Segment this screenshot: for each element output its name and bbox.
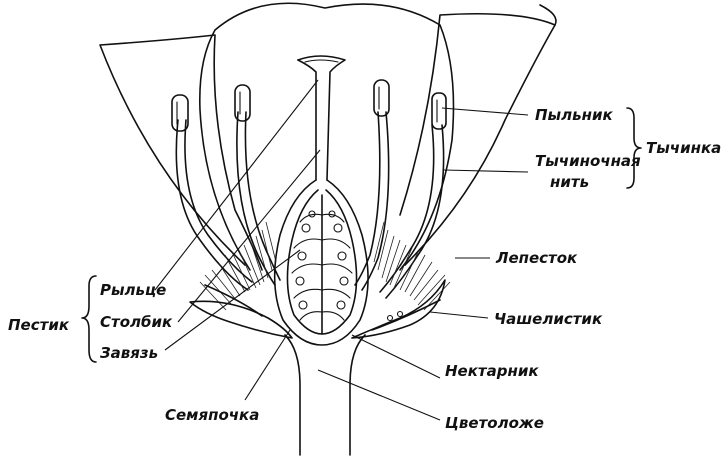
leader-nectary — [352, 335, 440, 378]
label-ovule: Семяпочка — [165, 406, 259, 424]
leader-filament — [444, 170, 528, 172]
label-filament-2: нить — [550, 173, 589, 191]
stamen-3 — [355, 80, 389, 290]
leader-anther — [442, 108, 528, 115]
label-stamen: Тычинка — [646, 139, 721, 157]
label-ovary: Завязь — [100, 344, 158, 362]
pistil — [298, 56, 345, 180]
label-filament-1: Тычиночная — [535, 152, 641, 170]
leader-ovule — [245, 330, 290, 400]
sepal-left — [190, 285, 292, 338]
label-receptacle: Цветоложе — [445, 414, 544, 432]
label-anther: Пыльник — [535, 106, 613, 124]
leader-style — [178, 150, 320, 322]
label-stigma: Рыльце — [100, 281, 166, 299]
bracket-pistil — [82, 276, 96, 362]
leader-receptacle — [318, 370, 440, 420]
label-nectary: Нектарник — [445, 362, 539, 380]
petal-right — [400, 5, 556, 265]
ovary — [275, 180, 368, 345]
sepal-right — [352, 280, 445, 338]
label-sepal: Чашелистик — [494, 310, 603, 328]
label-pistil: Пестик — [8, 316, 70, 334]
stamen-4 — [380, 93, 446, 298]
label-style: Столбик — [100, 313, 173, 331]
receptacle-stem — [285, 335, 365, 455]
petal-center — [200, 3, 454, 270]
label-petal: Лепесток — [495, 249, 578, 267]
bracket-stamen — [627, 108, 641, 188]
leader-sepal — [430, 312, 488, 318]
